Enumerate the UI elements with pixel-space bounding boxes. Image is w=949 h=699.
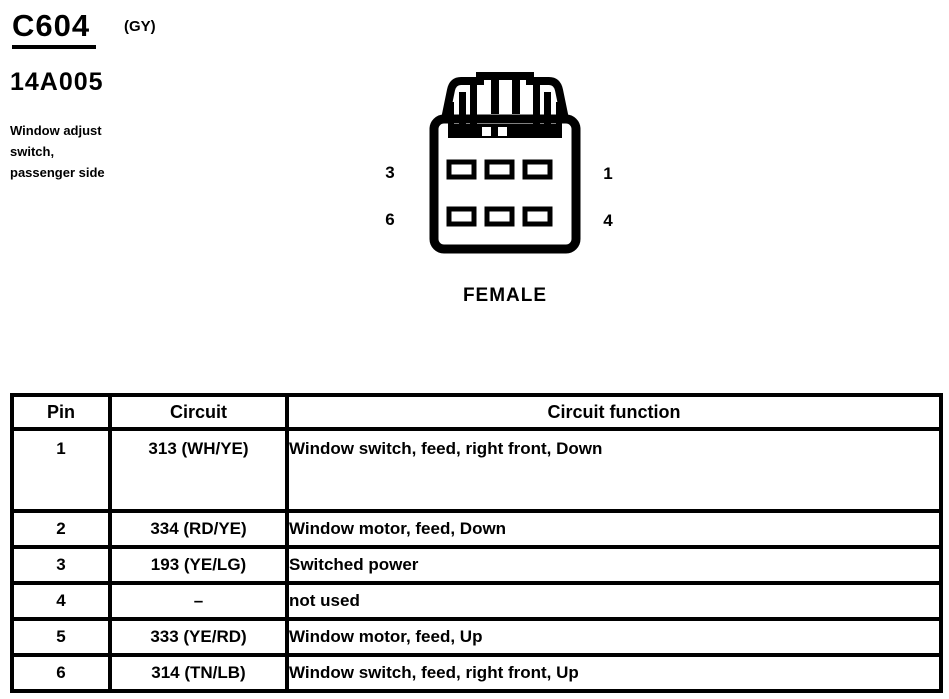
pin-value: 3	[10, 545, 112, 585]
connector-id-title: C604	[12, 8, 97, 49]
circuit-function-value: Window motor, feed, Up	[285, 617, 943, 657]
cavity-4	[522, 206, 553, 227]
column-header-pin: Pin	[10, 393, 112, 431]
circuit-value: –	[108, 581, 289, 621]
pin-label-4: 4	[603, 211, 613, 230]
cavity-3	[446, 159, 477, 180]
table-header-row: Pin Circuit Circuit function	[10, 393, 943, 431]
connector-gender-label: FEMALE	[462, 285, 548, 306]
pinout-table-container: Pin Circuit Circuit function 1 313 (WH/Y…	[10, 393, 943, 693]
circuit-value: 193 (YE/LG)	[108, 545, 289, 585]
pin-value: 4	[10, 581, 112, 621]
connector-color-code: (GY)	[124, 18, 156, 35]
pin-label-3: 3	[385, 163, 395, 182]
description-line-3: passenger side	[10, 165, 105, 180]
pin-label-6: 6	[385, 210, 395, 229]
part-number: 14A005	[10, 68, 104, 96]
cavity-1	[522, 159, 553, 180]
circuit-function-value: Window switch, feed, right front, Down	[285, 427, 943, 513]
connector-body-outline	[429, 114, 581, 254]
pin-value: 2	[10, 509, 112, 549]
description-line-1: Window adjust	[10, 123, 102, 138]
pin-value: 6	[10, 653, 112, 693]
circuit-function-value: not used	[285, 581, 943, 621]
table-row-pin-1: 1 313 (WH/YE) Window switch, feed, right…	[10, 427, 943, 513]
column-header-circuit: Circuit	[108, 393, 289, 431]
connector-diagram	[429, 72, 581, 254]
column-header-circuit-function: Circuit function	[285, 393, 943, 431]
circuit-function-value: Window switch, feed, right front, Up	[285, 653, 943, 693]
circuit-function-value: Switched power	[285, 545, 943, 585]
circuit-function-value: Window motor, feed, Down	[285, 509, 943, 549]
table-row-pin-6: 6 314 (TN/LB) Window switch, feed, right…	[10, 653, 943, 693]
pinout-table: Pin Circuit Circuit function 1 313 (WH/Y…	[10, 393, 943, 693]
pin-value: 1	[10, 427, 112, 513]
cavity-6	[446, 206, 477, 227]
table-row-pin-3: 3 193 (YE/LG) Switched power	[10, 545, 943, 585]
circuit-value: 334 (RD/YE)	[108, 509, 289, 549]
pin-value: 5	[10, 617, 112, 657]
pin-label-1: 1	[603, 164, 613, 183]
connector-pin-cavities	[446, 159, 553, 227]
cavity-2	[484, 159, 515, 180]
connector-description: Window adjust switch, passenger side	[10, 120, 105, 183]
description-line-2: switch,	[10, 144, 55, 159]
connector-lock-notches	[482, 127, 507, 136]
circuit-value: 314 (TN/LB)	[108, 653, 289, 693]
circuit-value: 313 (WH/YE)	[108, 427, 289, 513]
table-row-pin-2: 2 334 (RD/YE) Window motor, feed, Down	[10, 509, 943, 549]
table-row-pin-4: 4 – not used	[10, 581, 943, 621]
table-row-pin-5: 5 333 (YE/RD) Window motor, feed, Up	[10, 617, 943, 657]
circuit-value: 333 (YE/RD)	[108, 617, 289, 657]
cavity-5	[484, 206, 515, 227]
